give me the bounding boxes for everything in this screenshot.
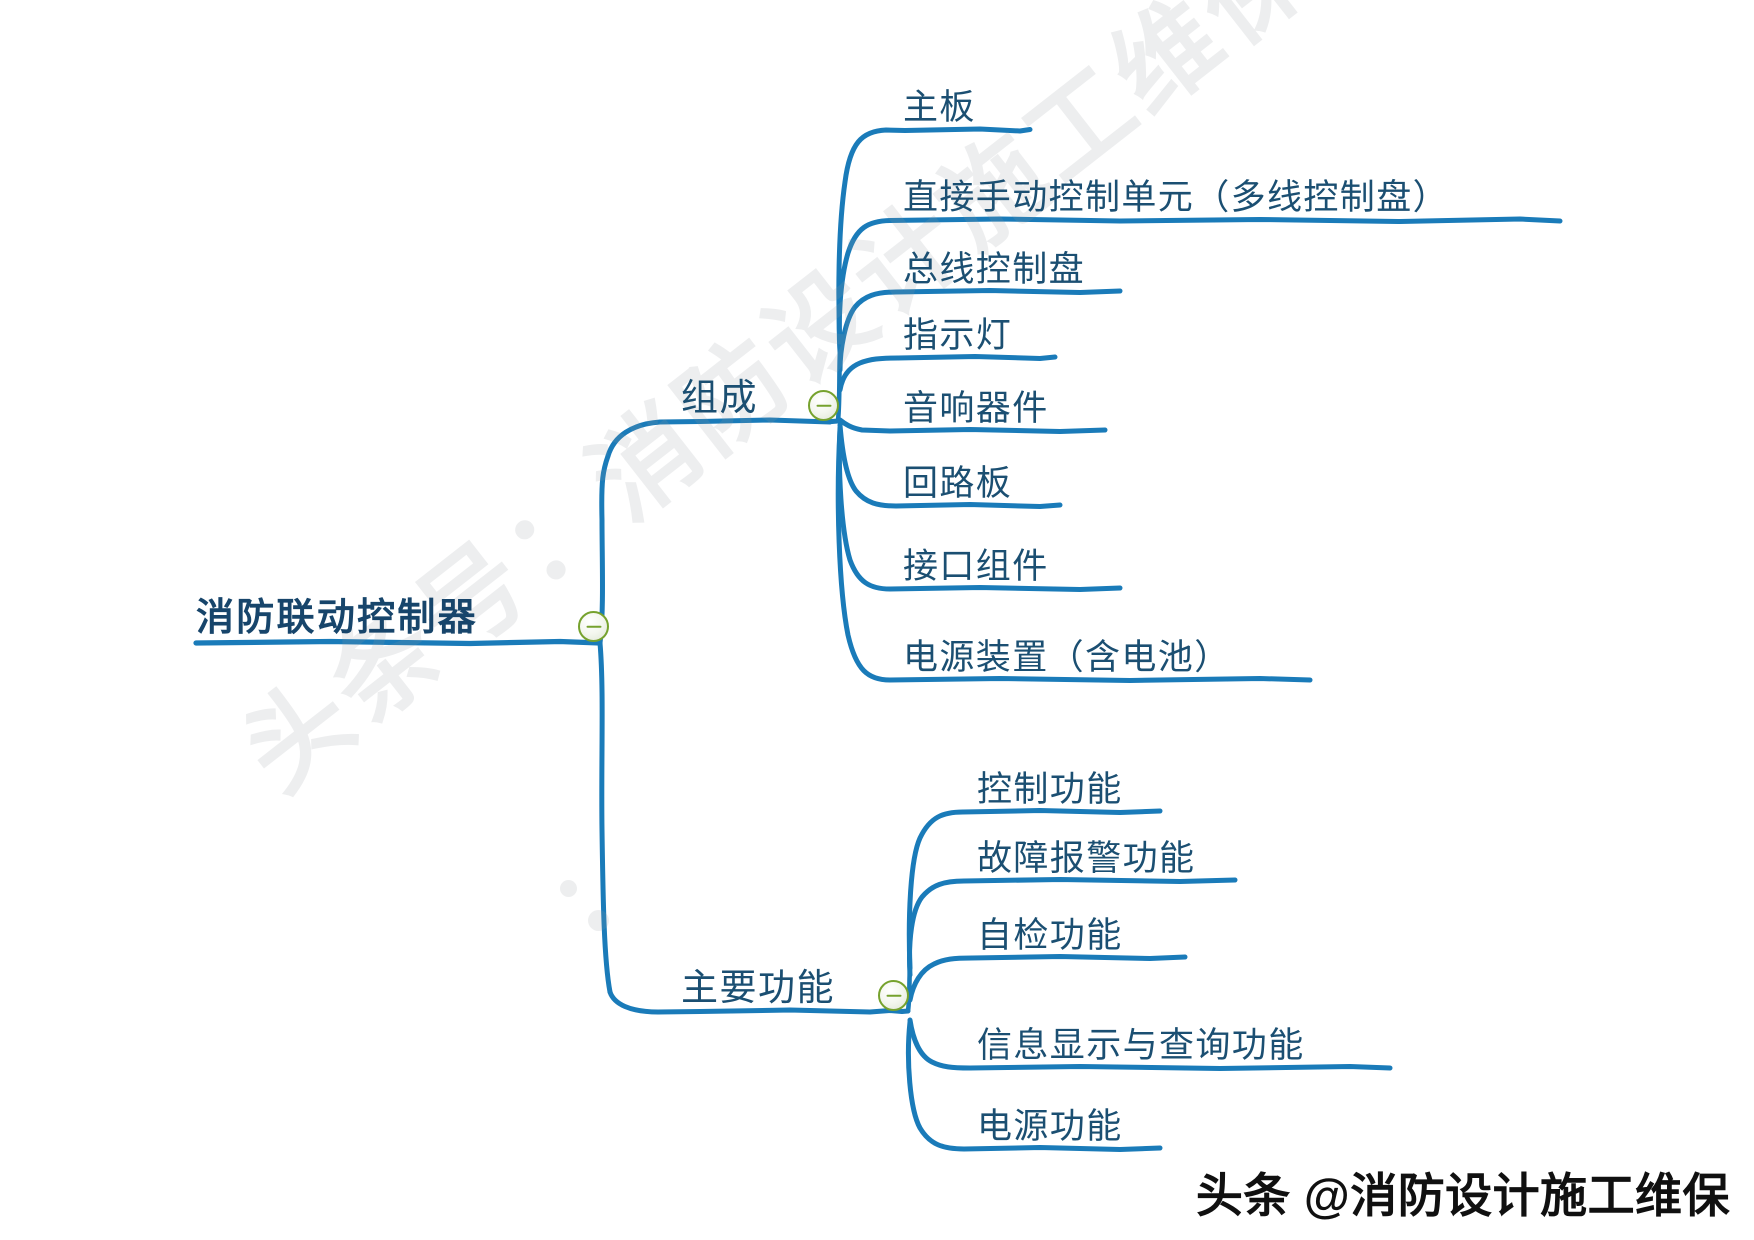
leaf-node-label[interactable]: 自检功能	[977, 916, 1123, 955]
diagonal-watermark: 头条号：消防设计施工维保	[222, 0, 1337, 814]
leaf-node-label[interactable]: 直接手动控制单元（多线控制盘）	[903, 178, 1450, 217]
leaf-node-label[interactable]: 回路板	[903, 464, 1013, 503]
leaf-node-label[interactable]: 接口组件	[903, 547, 1049, 586]
root-collapse-toggle[interactable]	[578, 611, 609, 642]
footer-prefix: 头条	[1195, 1169, 1291, 1222]
branch-1-hub-link	[829, 418, 841, 424]
branch-2-underline	[697, 1007, 905, 1015]
root-node-label[interactable]: 消防联动控制器	[196, 597, 478, 639]
at-sign-icon: @	[1303, 1169, 1351, 1222]
leaf-line-11	[907, 954, 1188, 1003]
branch-collapse-toggle-main-functions[interactable]	[878, 980, 909, 1011]
leaf-node-label[interactable]: 电源功能	[977, 1107, 1123, 1146]
leaf-node-label[interactable]: 故障报警功能	[977, 839, 1196, 878]
branch-2-hub-link	[899, 1008, 911, 1014]
branch-2-hub	[905, 965, 913, 1014]
branch-node-label-composition[interactable]: 组成	[681, 378, 758, 419]
watermark-dot	[588, 910, 609, 931]
footer-credit: 头条@消防设计施工维保	[1196, 1157, 1730, 1226]
leaf-node-label[interactable]: 指示灯	[903, 316, 1013, 355]
leaf-node-label[interactable]: 主板	[903, 88, 976, 127]
branch-collapse-toggle-composition[interactable]	[808, 390, 839, 421]
leaf-node-label[interactable]: 电源装置（含电池）	[903, 638, 1231, 677]
root-spine-lower	[597, 640, 613, 995]
leaf-node-label[interactable]: 信息显示与查询功能	[977, 1026, 1305, 1065]
leaf-node-label[interactable]: 控制功能	[977, 770, 1123, 809]
leaf-node-label[interactable]: 音响器件	[903, 389, 1049, 428]
branch-node-label-main-functions[interactable]: 主要功能	[681, 968, 835, 1009]
watermark-dot	[560, 880, 577, 897]
footer-account: 消防设计施工维保	[1350, 1169, 1730, 1222]
leaf-node-label[interactable]: 总线控制盘	[903, 250, 1086, 289]
